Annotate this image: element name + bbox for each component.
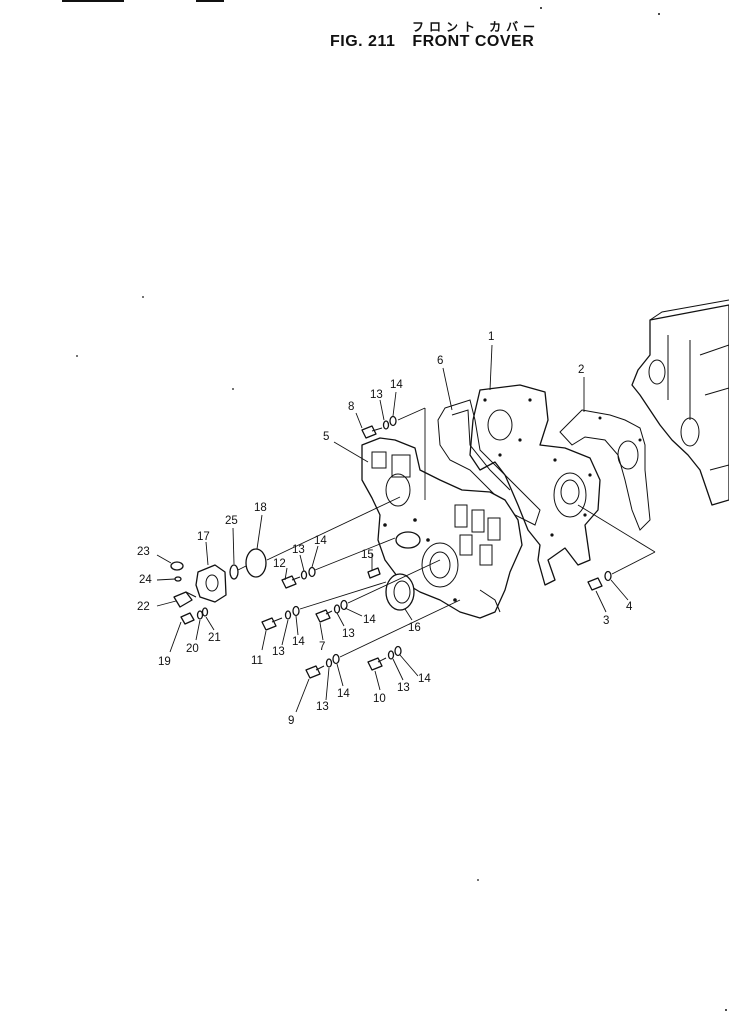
part-9-bolt-group	[305, 653, 340, 679]
callout-11: 11	[251, 655, 263, 667]
callout-3: 3	[603, 615, 609, 627]
part-5-front-cover	[361, 437, 523, 619]
callout-15: 15	[361, 549, 374, 561]
callout-14f: 14	[418, 673, 431, 685]
callout-17: 17	[197, 531, 210, 543]
part-18-o-ring	[245, 548, 267, 578]
callout-22: 22	[137, 601, 150, 613]
callout-10: 10	[373, 693, 386, 705]
callout-12: 12	[273, 558, 286, 570]
callout-9: 9	[288, 715, 294, 727]
engine-block	[631, 299, 729, 506]
part-8-bolt-group	[361, 415, 397, 439]
figure-title: FIG. 211 FRONT COVER	[330, 33, 534, 51]
part-11-bolt-group	[261, 605, 300, 631]
part-24-washer	[174, 576, 182, 582]
callout-23: 23	[137, 546, 150, 558]
callout-14e: 14	[337, 688, 350, 700]
part-21-washer	[201, 607, 209, 617]
part-20-washer	[196, 610, 204, 620]
callout-19: 19	[158, 656, 171, 668]
assembly-lines	[237, 407, 656, 658]
callout-13c: 13	[272, 646, 285, 658]
part-23-cap	[170, 561, 184, 571]
callout-8: 8	[348, 401, 354, 413]
part-17-housing	[195, 564, 227, 603]
callout-24: 24	[139, 574, 152, 586]
callout-14d: 14	[363, 614, 376, 626]
callout-13a: 13	[370, 389, 383, 401]
callout-7: 7	[319, 641, 325, 653]
callout-2: 2	[578, 364, 584, 376]
callout-13e: 13	[316, 701, 329, 713]
part-19-bolt	[180, 612, 195, 625]
callout-14c: 14	[292, 636, 305, 648]
callout-14b: 14	[314, 535, 327, 547]
part-15-pin	[367, 567, 381, 579]
callout-labels: 1 2 6 5 8 13 14 18 25 17 23 24 22 19 20 …	[137, 331, 633, 727]
callout-25: 25	[225, 515, 238, 527]
figure-name: FRONT COVER	[412, 33, 535, 50]
scan-specks	[76, 7, 727, 1011]
part-2-gasket	[559, 409, 651, 531]
part-1-plate	[469, 384, 601, 586]
part-25-gasket	[229, 564, 239, 580]
callout-20: 20	[186, 643, 199, 655]
part-16-oil-seal	[385, 573, 415, 611]
title-japanese: フロント カバー	[412, 20, 541, 34]
callout-18: 18	[254, 502, 267, 514]
part-10-bolt-group	[367, 645, 402, 671]
top-rule-left	[62, 0, 124, 2]
top-rule-right	[196, 0, 224, 2]
callout-4: 4	[626, 601, 633, 613]
callout-13d: 13	[342, 628, 355, 640]
callout-14a: 14	[390, 379, 403, 391]
callout-6: 6	[437, 355, 443, 367]
figure-number: FIG. 211	[330, 33, 396, 50]
part-22-fitting	[173, 591, 197, 608]
callout-13f: 13	[397, 682, 410, 694]
leader-lines	[156, 344, 629, 713]
callout-5: 5	[323, 431, 329, 443]
callout-21: 21	[208, 632, 221, 644]
callout-16: 16	[408, 622, 421, 634]
callout-1: 1	[488, 331, 494, 343]
part-3-bolt-group	[587, 570, 612, 591]
part-7-bolt-group	[315, 599, 348, 623]
callout-13b: 13	[292, 544, 305, 556]
part-6-gasket	[437, 399, 541, 526]
